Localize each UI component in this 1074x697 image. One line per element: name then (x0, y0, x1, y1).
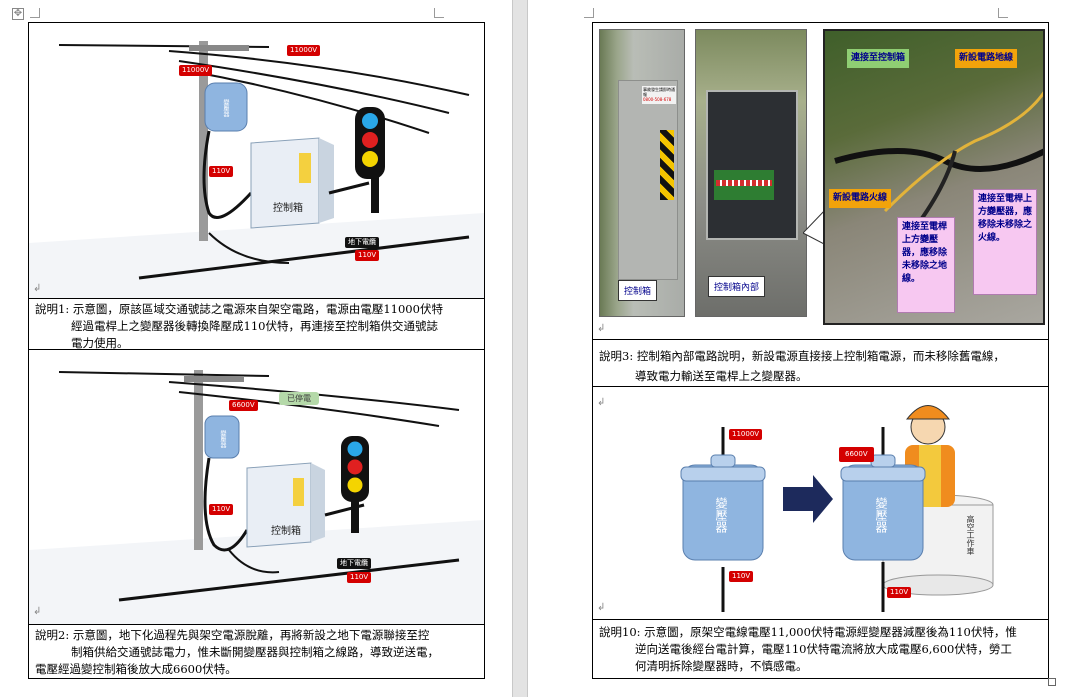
voltage-label-11000-top: 11000V (287, 45, 321, 56)
caption-1-prefix: 說明1: (35, 302, 70, 316)
tag-control-box: 控制箱 (618, 280, 658, 301)
photo-sticker: 事故發生請即時通報 0800-508-678 (642, 86, 676, 104)
paragraph-mark: ↲ (33, 283, 42, 294)
diagram-cell-2: 6600V 已停電 變壓器 110V 控制箱 地下電纜 110V ↲ (28, 349, 485, 625)
voltage-label-11000-pole: 11000V (179, 65, 213, 76)
annotation-new-ground-wire: 新設電路地線 (955, 49, 1018, 68)
diagram-cell-1: 11000V 11000V 變壓器 110V 控制箱 地下電纜 110V ↲ (28, 22, 485, 299)
photo-control-box-interior: 控制箱內部 (695, 29, 807, 317)
transformer-label: 變壓器 (222, 99, 229, 117)
photos-cell: 事故發生請即時通報 0800-508-678 控制箱 控制箱內部 連接至控制箱 … (592, 22, 1049, 340)
caption-cell-3: 說明3: 控制箱內部電路說明，新設電源直接接上控制箱電源，而未移除舊電線， 導致… (592, 339, 1049, 387)
voltage-label-11000: 11000V (729, 429, 763, 440)
annotation-new-live-wire: 新設電路火線 (829, 189, 892, 208)
caption-1-line3: 電力使用。 (71, 336, 129, 350)
table-resize-handle[interactable] (1048, 678, 1056, 686)
document-page-left: ✥ (0, 0, 512, 697)
crop-mark (584, 8, 594, 18)
underground-voltage-label-2: 110V (347, 572, 372, 583)
crop-mark (30, 8, 40, 18)
paragraph-mark: ↲ (597, 602, 606, 613)
diagram-underground-power (29, 370, 484, 624)
voltage-label-110: 110V (209, 166, 234, 177)
caption-cell-10: 說明10: 示意圖，原架空電線電壓11,000伏特電源經變壓器減壓後為110伏特… (592, 619, 1049, 679)
document-page-right: 事故發生請即時通報 0800-508-678 控制箱 控制箱內部 連接至控制箱 … (528, 0, 1074, 697)
caption-2-line1: 示意圖，地下化過程先與架空電源脫離，再將新設之地下電源聯接至控 (72, 628, 430, 642)
caption-10-line2: 逆向送電後經台電計算，電壓110伏特電流將放大成電壓6,600伏特，勞工 (635, 642, 1012, 656)
stopped-power-label: 已停電 (279, 392, 319, 405)
sticker-line2: 0800-508-678 (643, 97, 672, 102)
voltage-label-110-2: 110V (209, 504, 234, 515)
photo-control-box-exterior: 事故發生請即時通報 0800-508-678 控制箱 (599, 29, 685, 317)
caption-1: 說明1: 示意圖，原該區域交通號誌之電源來自架空電路，電源由電壓11000伏特 … (29, 299, 484, 350)
caption-3-prefix: 說明3: (599, 349, 634, 363)
crop-mark (434, 8, 444, 18)
photo-wiring-closeup: 連接至控制箱 新設電路地線 新設電路火線 連接至電桿上方變壓器，應移除未移除之地… (823, 29, 1045, 325)
underground-voltage-label: 110V (355, 250, 380, 261)
transformer-label-left: 變壓器 (714, 497, 728, 533)
voltage-label-6600: 6600V (229, 400, 258, 411)
table-move-handle-icon[interactable]: ✥ (12, 8, 24, 20)
caption-3-line1: 控制箱內部電路說明，新設電源直接接上控制箱電源，而未移除舊電線， (636, 349, 1005, 363)
arrow-right-icon (783, 475, 833, 523)
annotation-remove-live-wire: 連接至電桿上方變壓器，應移除未移除之火線。 (973, 189, 1037, 295)
sticker-line1: 事故發生請即時通報 (643, 87, 675, 97)
voltage-label-110-right: 110V (887, 587, 912, 598)
caption-10-prefix: 說明10: (599, 625, 641, 639)
caption-cell-2: 說明2: 示意圖，地下化過程先與架空電源脫離，再將新設之地下電源聯接至控 制箱供… (28, 624, 485, 679)
control-box-label-2: 控制箱 (271, 526, 301, 537)
underground-cable-label-2: 地下電纜 (337, 558, 371, 569)
utility-pole (199, 41, 208, 241)
caption-1-line1: 示意圖，原該區域交通號誌之電源來自架空電路，電源由電壓11000伏特 (72, 302, 443, 316)
crop-mark (998, 8, 1008, 18)
diagram-overhead-power (29, 41, 484, 298)
annotation-connect-control-box: 連接至控制箱 (847, 49, 910, 68)
caption-3-line2: 導致電力輸送至電桿上之變壓器。 (635, 369, 808, 383)
diagram-reverse-feed (680, 405, 994, 612)
control-box-label: 控制箱 (273, 203, 303, 214)
page-gutter (512, 0, 528, 697)
tag-control-inside: 控制箱內部 (708, 276, 766, 297)
caption-cell-1: 說明1: 示意圖，原該區域交通號誌之電源來自架空電路，電源由電壓11000伏特 … (28, 298, 485, 350)
transformer-shape (204, 82, 248, 132)
caption-3: 說明3: 控制箱內部電路說明，新設電源直接接上控制箱電源，而未移除舊電線， 導致… (593, 344, 1048, 386)
caption-10-line3: 何清明拆除變壓器時，不慎感電。 (635, 659, 808, 673)
annotation-remove-ground-wire: 連接至電桿上方變壓器，應移除未移除之地線。 (897, 217, 955, 313)
caption-10: 說明10: 示意圖，原架空電線電壓11,000伏特電源經變壓器減壓後為110伏特… (593, 622, 1048, 675)
caption-2: 說明2: 示意圖，地下化過程先與架空電源脫離，再將新設之地下電源聯接至控 制箱供… (29, 625, 484, 678)
work-vehicle-label: 高空工作車 (966, 515, 975, 555)
caption-2-line3: 電壓經過變控制箱後放大成6600伏特。 (35, 662, 237, 676)
transformer-label-2: 變壓器 (219, 430, 226, 448)
caption-2-prefix: 說明2: (35, 628, 70, 642)
voltage-label-110-left: 110V (729, 571, 754, 582)
underground-cable-label: 地下電纜 (345, 237, 379, 248)
paragraph-mark: ↲ (33, 606, 42, 617)
caption-10-line1: 示意圖，原架空電線電壓11,000伏特電源經變壓器減壓後為110伏特，惟 (644, 625, 1017, 639)
caption-2-line2: 制箱供給交通號誌電力，惟未斷開變壓器與控制箱之線路，導致逆送電， (71, 645, 439, 659)
transformer-label-right: 變壓器 (874, 497, 888, 533)
paragraph-mark: ↲ (597, 323, 606, 334)
diagram-cell-10: 11000V 110V 6600V 110V 變壓器 變壓器 高空工作車 ↲ ↲ (592, 386, 1049, 620)
caption-1-line2: 經過電桿上之變壓器後轉換降壓成110伏特，再連接至控制箱供交通號誌 (71, 319, 438, 333)
paragraph-mark: ↲ (597, 397, 606, 408)
voltage-label-6600-right: 6600V (839, 447, 874, 462)
